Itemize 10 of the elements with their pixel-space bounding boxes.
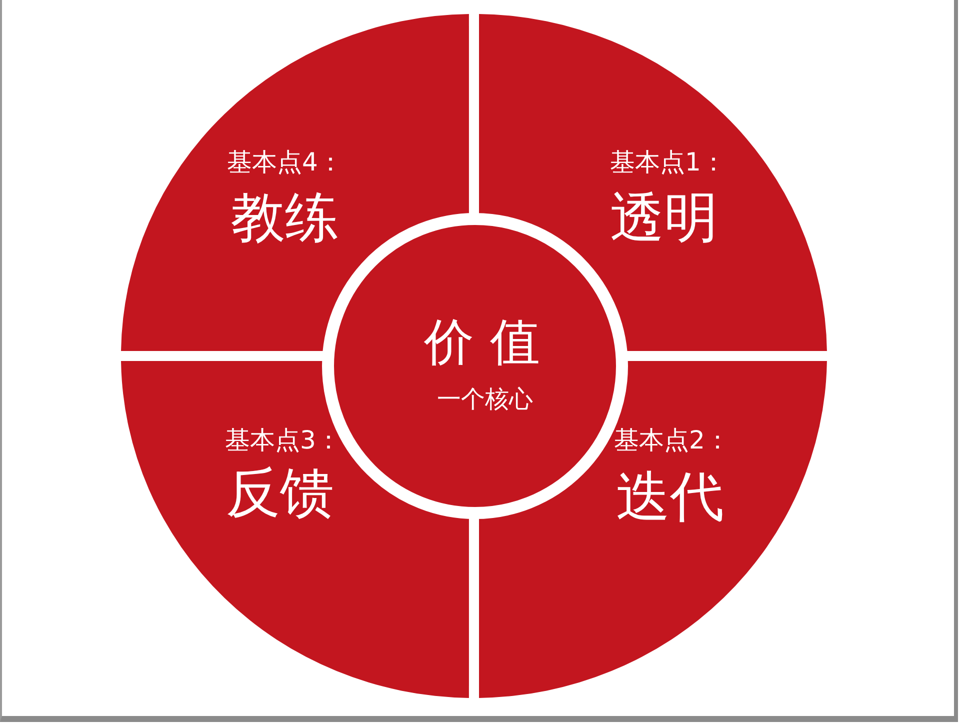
center-subtitle: 一个核心 xyxy=(437,387,533,411)
sector-heading: 基本点3： xyxy=(225,428,341,452)
sector-heading: 基本点2： xyxy=(614,428,730,452)
sector-title: 教练 xyxy=(230,190,339,245)
sector-heading: 基本点4： xyxy=(227,149,343,174)
sector-title: 迭代 xyxy=(616,470,724,524)
sector-heading: 基本点1： xyxy=(610,149,726,174)
center-title: 价 值 xyxy=(424,317,540,367)
sector-title: 反馈 xyxy=(226,466,334,520)
sector-title: 透明 xyxy=(610,190,718,245)
